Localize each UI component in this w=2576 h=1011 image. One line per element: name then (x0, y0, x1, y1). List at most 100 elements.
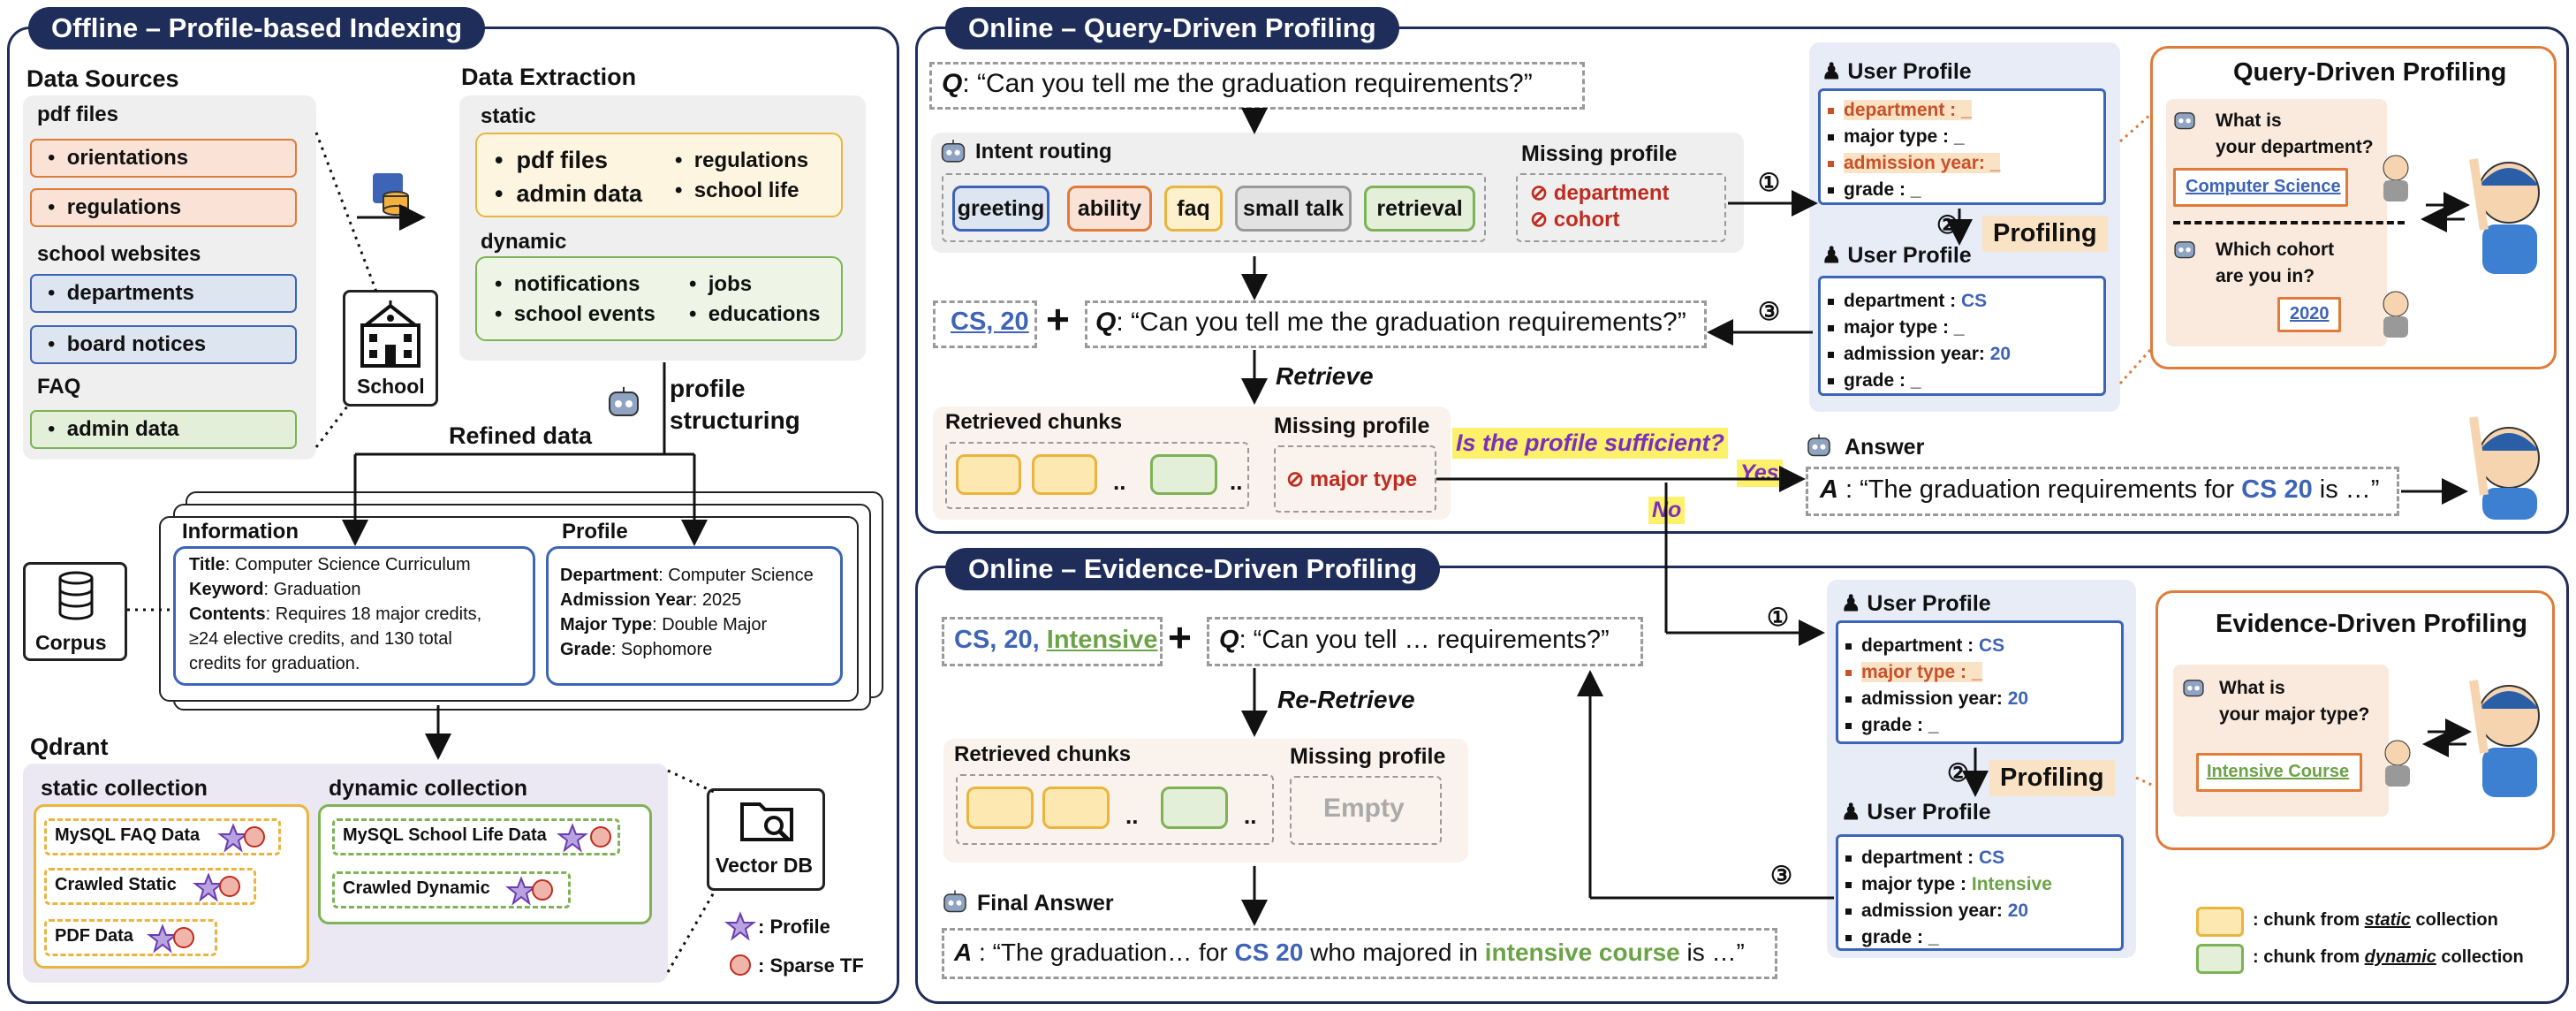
information-box (173, 546, 535, 686)
info-line: credits for graduation. (189, 654, 360, 673)
legend-dynamic-swatch (2196, 944, 2244, 974)
intent-chip: retrieval (1364, 186, 1475, 232)
step-3: ③ (1770, 862, 1793, 889)
final-answer-box (942, 928, 1777, 979)
profile-line: Admission Year: 2025 (560, 590, 742, 610)
collection-item (332, 871, 571, 908)
user-profile-title: ♟ User Profile (1822, 59, 1972, 84)
profile-line: Major Type: Double Major (560, 615, 768, 635)
robot-icon (1807, 434, 1830, 457)
dynamic-item: • school events (495, 302, 655, 326)
offline-title: Offline – Profile-based Indexing (28, 7, 486, 49)
dynamic-collection-title: dynamic collection (329, 776, 528, 801)
static-chunk (1032, 454, 1097, 495)
legend-static-swatch (2196, 907, 2244, 937)
query-box-3 (1207, 617, 1643, 666)
static-box (475, 133, 843, 217)
profile-line: Department: Computer Science (560, 566, 814, 585)
final-answer-text: A : “The graduation… for CS 20 who major… (954, 939, 1745, 966)
intent-group (942, 173, 1486, 242)
qd-answer-2-text: 2020 (2290, 304, 2330, 323)
query-panel (915, 27, 2569, 534)
robot-icon (2183, 680, 2204, 697)
user-profile-after: department : CS major type : _ admission… (1818, 276, 2106, 396)
re-retrieve-label: Re-Retrieve (1277, 686, 1415, 713)
dynamic-collection (318, 804, 652, 924)
evidence-title: Online – Evidence-Driven Profiling (945, 548, 1441, 590)
query-box-2 (1085, 300, 1707, 348)
dynamic-chunk (1150, 454, 1217, 495)
profile-title: Profile (562, 520, 628, 544)
qd-answer-2 (2277, 297, 2341, 332)
intent-chip: ability (1067, 186, 1152, 232)
profiling-label: Profiling (1989, 760, 2115, 796)
retrieved-title-2: Retrieved chunks (954, 742, 1132, 766)
static-chunk (956, 454, 1021, 495)
source-item: • regulations (30, 188, 297, 227)
refined-data-label: Refined data (449, 422, 593, 449)
evidence-panel (915, 566, 2569, 1004)
error-icon: ⊘ (1530, 208, 1549, 232)
collection-label: MySQL School Life Data (343, 825, 547, 845)
group-label-pdf: pdf files (37, 103, 119, 126)
user-icon: ♟ (1841, 591, 1861, 616)
dynamic-item: • notifications (495, 272, 640, 296)
database-icon (58, 571, 94, 620)
collection-label: PDF Data (55, 926, 133, 946)
error-icon: ⊘ (1530, 181, 1549, 205)
missing-major: ⊘ major type (1286, 467, 1418, 491)
collection-label: Crawled Static (55, 875, 177, 894)
database-gear-icon (373, 173, 409, 216)
prefix-box-2 (942, 617, 1163, 666)
missing-item: ⊘ cohort (1530, 208, 1620, 232)
qdrant-title: Qdrant (30, 734, 109, 760)
empty-label: Empty (1323, 794, 1405, 823)
info-line: Contents: Requires 18 major credits, (189, 604, 482, 624)
answer-title: Answer (1845, 435, 1925, 460)
missing-box-3 (1290, 776, 1442, 845)
missing-profile-title: Missing profile (1521, 141, 1678, 166)
info-line: Title: Computer Science Curriculum (189, 555, 471, 574)
step-3: ③ (1758, 298, 1781, 325)
sufficient-question: Is the profile sufficient? (1452, 428, 1729, 459)
step-1: ① (1767, 604, 1790, 631)
data-extraction-title: Data Extraction (461, 64, 637, 90)
group-label-faq: FAQ (37, 375, 81, 399)
collection-label: Crawled Dynamic (343, 878, 490, 898)
chunk-group-2 (956, 774, 1274, 845)
qd-answer-1-text: Computer Science (2186, 177, 2341, 196)
prefix-text-2: CS, 20, Intensive (954, 626, 1158, 654)
corpus-label: Corpus (35, 631, 107, 654)
source-item: • departments (30, 274, 297, 313)
qd-title: Query-Driven Profiling (2233, 58, 2507, 87)
data-sources-title: Data Sources (27, 65, 179, 92)
intent-chip: greeting (952, 186, 1049, 232)
user-profile-before-2: department : CS major type : _ admission… (1836, 620, 2124, 744)
missing-box-2 (1274, 445, 1436, 513)
intent-title: Intent routing (975, 140, 1112, 163)
profile-structuring-label: profile structuring (670, 375, 800, 434)
retrieved-title: Retrieved chunks (945, 410, 1123, 434)
ed-answer (2196, 753, 2362, 792)
legend-sparse: : Sparse TF (758, 954, 864, 977)
final-answer-title: Final Answer (977, 891, 1114, 916)
intent-chip: small talk (1235, 186, 1352, 232)
robot-icon (943, 890, 966, 913)
legend-dynamic-text: : chunk from dynamic collection (2253, 947, 2524, 967)
prefix-text: CS, 20 (951, 308, 1029, 336)
static-item: • regulations (675, 148, 809, 172)
step-2: ② (1936, 211, 1959, 239)
profile-line: Grade: Sophomore (560, 640, 713, 659)
dynamic-item: • educations (689, 302, 821, 326)
vector-db-label: Vector DB (716, 854, 813, 877)
answer-box (1806, 467, 2399, 516)
ellipsis: .. (1230, 468, 1243, 495)
static-chunk (1042, 787, 1110, 829)
dynamic-box (475, 256, 843, 341)
step-1: ① (1758, 169, 1781, 196)
user-profile-after-2: department : CS major type : Intensive a… (1836, 834, 2124, 951)
profiling-label: Profiling (1982, 216, 2108, 252)
profile-box (546, 546, 843, 686)
source-item: • orientations (30, 139, 297, 178)
ellipsis: .. (1113, 468, 1126, 495)
